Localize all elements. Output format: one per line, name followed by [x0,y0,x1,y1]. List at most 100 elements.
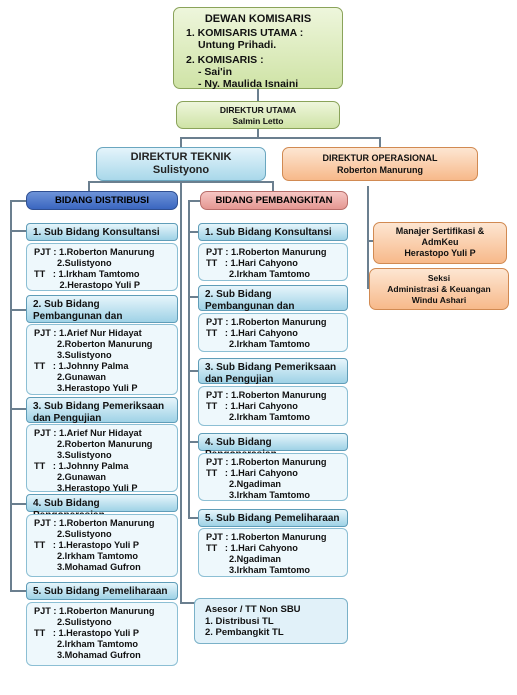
distribusi-sub-3-detail: PJT : 1.Arief Nur Hidayat 2.Roberton Man… [26,424,178,493]
connector [10,230,26,232]
dewan-line-5: - Ny. Maulida Isnaini [198,78,299,90]
detail-line: 3.Irkham Tamtomo [206,565,310,575]
manajer-line-3: Herastopo Yuli P [404,248,476,258]
detail-line: 3.Sulistyono [34,450,112,460]
connector [188,231,198,233]
asesor-line-1: 1. Distribusi TL [205,615,274,627]
detail-line: PJT : 1.Roberton Manurung [206,457,327,467]
detail-line: TT : 1.Hari Cahyono [206,401,298,411]
manajer-box: Manajer Sertifikasi & AdmKeu Herastopo Y… [373,222,507,264]
sub-title: 5. Sub Bidang Pemeliharaan [205,513,340,524]
detail-line: TT : 1.Hari Cahyono [206,543,298,553]
detail-line: PJT : 1.Roberton Manurung [34,247,155,257]
sub-title: 3. Sub Bidang Pemeriksaan dan Pengujian [33,401,165,424]
direktur-teknik-name: Sulistyono [152,164,210,176]
direktur-utama-name: Salmin Letto [232,116,284,126]
connector [188,200,190,518]
connector [10,200,26,202]
connector [367,240,373,242]
direktur-utama-box: DIREKTUR UTAMA Salmin Letto [176,101,340,129]
connector [188,370,198,372]
connector [257,89,259,101]
pembangkitan-sub-4: 4. Sub Bidang Pengoperasian [198,433,348,460]
connector [367,186,369,288]
direktur-operasional-title: DIREKTUR OPERASIONAL [322,153,438,163]
distribusi-sub-2: 2. Sub Bidang Pembangunan dan Pemasangan [26,295,178,334]
connector [188,517,198,519]
sub-title: 1. Sub Bidang Konsultansi [33,227,160,238]
distribusi-sub-5-detail: PJT : 1.Roberton Manurung 2.Sulistyono T… [26,602,178,666]
detail-line: 2.Irkham Tamtomo [206,412,310,422]
detail-line: 2.Roberton Manurung [34,339,153,349]
direktur-operasional-box: DIREKTUR OPERASIONAL Roberton Manurung [282,147,478,181]
direktur-utama-title: DIREKTUR UTAMA [219,105,297,115]
connector [272,181,274,191]
dewan-line-4: - Sai'in [198,66,233,78]
pembangkitan-sub-5: 5. Sub Bidang Pemeliharaan [198,509,348,527]
detail-line: PJT : 1.Arief Nur Hidayat [34,328,142,338]
seksi-line-3: Windu Ashari [411,295,467,305]
connector [10,309,26,311]
pembangkitan-sub-3-detail: PJT : 1.Roberton Manurung TT : 1.Hari Ca… [198,386,348,426]
detail-line: TT : 1.Johnny Palma [34,461,129,471]
detail-line: TT : 1.Irkham Tamtomo [34,269,140,279]
detail-line: 2.Ngadiman [206,479,282,489]
detail-line: PJT : 1.Arief Nur Hidayat [34,428,142,438]
sub-title: 1. Sub Bidang Konsultansi [205,227,332,238]
detail-line: TT : 1.Hari Cahyono [206,328,298,338]
bidang-pembangkitan-title: BIDANG PEMBANGKITAN [215,195,333,206]
connector [188,200,200,202]
direktur-teknik-title: DIREKTUR TEKNIK [130,151,232,163]
pembangkitan-sub-2-detail: PJT : 1.Roberton Manurung TT : 1.Hari Ca… [198,313,348,352]
detail-line: 2.Sulistyono [34,617,112,627]
pembangkitan-sub-5-detail: PJT : 1.Roberton Manurung TT : 1.Hari Ca… [198,528,348,577]
detail-line: 2.Herastopo Yuli P [34,280,141,290]
detail-line: PJT : 1.Roberton Manurung [34,518,155,528]
pembangkitan-sub-1: 1. Sub Bidang Konsultansi [198,223,348,241]
detail-line: 2.Irkham Tamtomo [206,339,310,349]
detail-line: 3.Herastopo Yuli P [34,483,138,493]
detail-line: 3.Mohamad Gufron [34,650,141,660]
seksi-line-1: Seksi [427,273,451,283]
distribusi-sub-5: 5. Sub Bidang Pemeliharaan [26,582,178,600]
detail-line: TT : 1.Hari Cahyono [206,468,298,478]
detail-line: 2.Gunawan [34,472,106,482]
detail-line: 2.Roberton Manurung [34,439,153,449]
detail-line: PJT : 1.Roberton Manurung [206,390,327,400]
dewan-title: DEWAN KOMISARIS [204,13,312,25]
sub-title: 3. Sub Bidang Pemeriksaan dan Pengujian [205,362,337,385]
detail-line: 2.Sulistyono [34,529,112,539]
dewan-line-1: 1. KOMISARIS UTAMA : [186,27,304,39]
bidang-distribusi-header: BIDANG DISTRIBUSI [26,191,178,210]
manajer-line-2: AdmKeu [421,237,459,247]
connector [88,181,90,191]
connector [180,137,380,139]
connector [10,503,26,505]
manajer-line-1: Manajer Sertifikasi & [395,226,485,236]
connector [10,408,26,410]
detail-line: 2.Sulistyono [34,258,112,268]
connector [88,181,274,183]
detail-line: PJT : 1.Roberton Manurung [206,317,327,327]
pembangkitan-sub-4-detail: PJT : 1.Roberton Manurung TT : 1.Hari Ca… [198,453,348,501]
detail-line: PJT : 1.Roberton Manurung [206,247,327,257]
asesor-box: Asesor / TT Non SBU 1. Distribusi TL 2. … [194,598,348,644]
connector [379,137,381,147]
dewan-line-3: 2. KOMISARIS : [186,54,264,66]
connector [10,590,26,592]
dewan-line-2: Untung Prihadi. [198,39,277,51]
distribusi-sub-1-detail: PJT : 1.Roberton Manurung 2.Sulistyono T… [26,243,178,291]
distribusi-sub-1: 1. Sub Bidang Konsultansi [26,223,178,241]
detail-line: PJT : 1.Roberton Manurung [34,606,155,616]
detail-line: TT : 1.Herastopo Yuli P [34,628,139,638]
detail-line: 2.Ngadiman [206,554,282,564]
connector [180,181,182,603]
distribusi-sub-4: 4. Sub Bidang Pengoperasian [26,494,178,521]
detail-line: 3.Irkham Tamtomo [206,490,310,500]
detail-line: TT : 1.Johnny Palma [34,361,129,371]
connector [257,129,259,137]
detail-line: TT : 1.Herastopo Yuli P [34,540,139,550]
detail-line: 2.Irkham Tamtomo [34,551,138,561]
seksi-line-2: Administrasi & Keuangan [387,284,491,294]
detail-line: PJT : 1.Roberton Manurung [206,532,327,542]
